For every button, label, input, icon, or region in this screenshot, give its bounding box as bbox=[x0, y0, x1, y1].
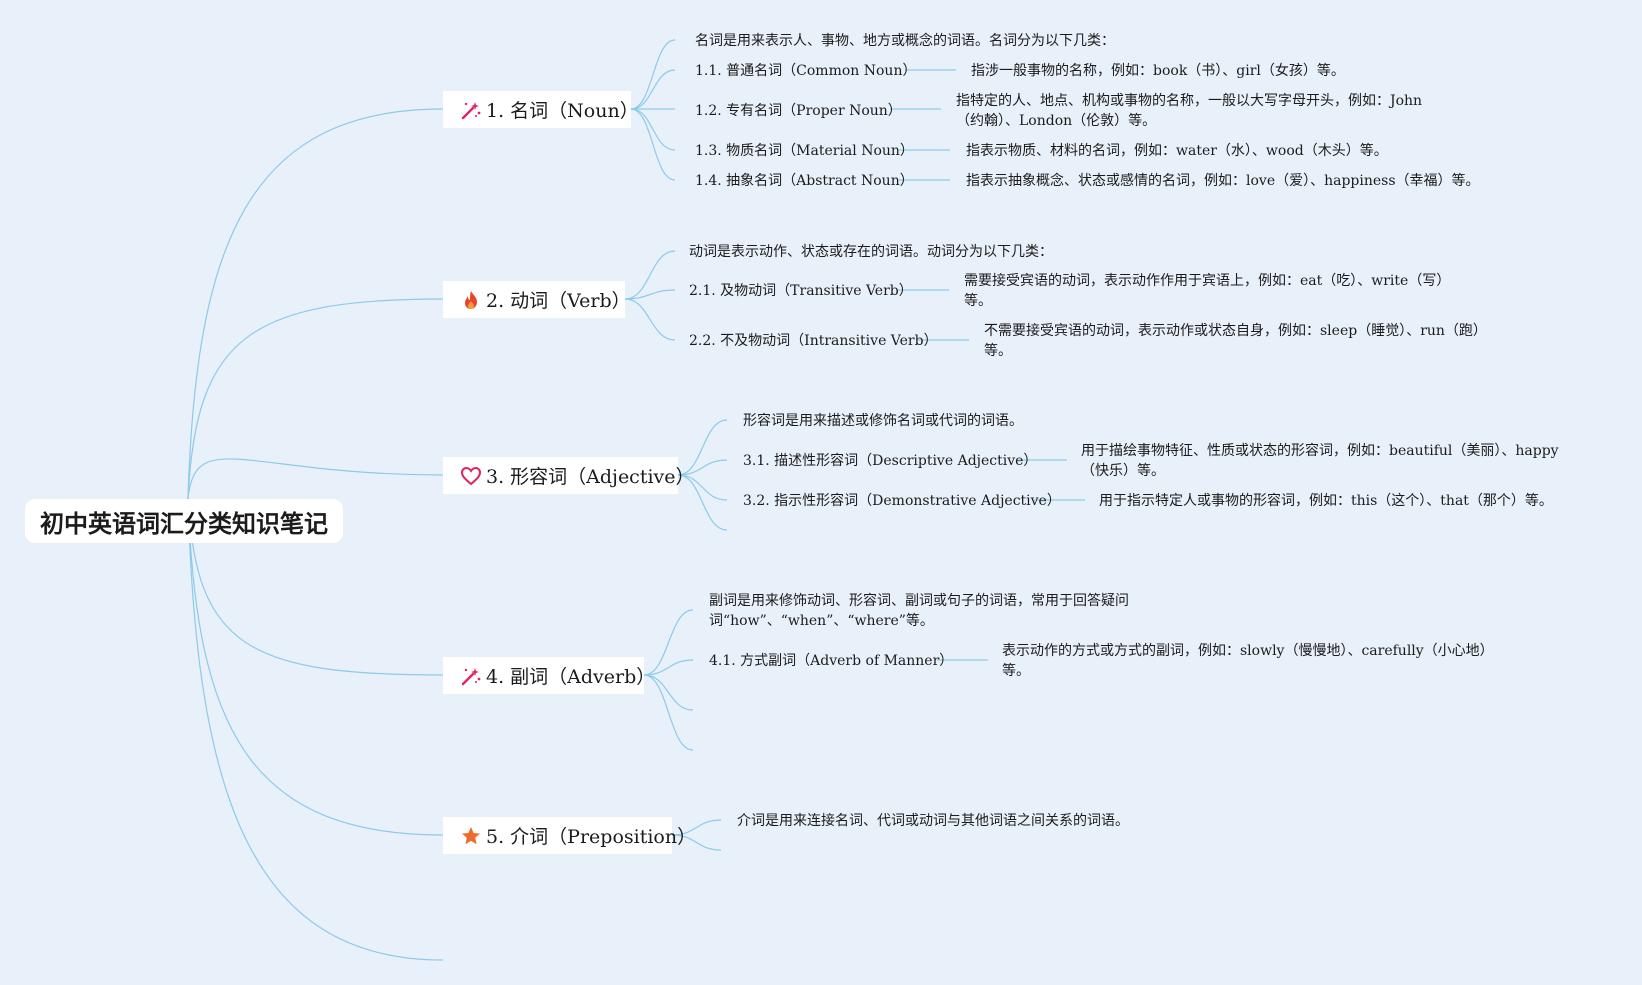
topic-intro[interactable]: 介词是用来连接名词、代词或动词与其他词语之间关系的词语。 bbox=[737, 813, 1129, 829]
connector-line bbox=[671, 819, 722, 836]
connector-line bbox=[677, 474, 728, 531]
topic-intro[interactable]: 动词是表示动作、状态或存在的词语。动词分为以下几类： bbox=[689, 244, 1053, 260]
connector-line bbox=[630, 108, 676, 151]
topic-adverb[interactable]: 4. 副词（Adverb） bbox=[443, 657, 655, 694]
magic-wand-icon bbox=[460, 99, 482, 121]
subtopic-description[interactable]: 指表示抽象概念、状态或感情的名词，例如：love（爱）、happiness（幸福… bbox=[966, 173, 1480, 189]
connector-line bbox=[187, 458, 444, 499]
topic-intro[interactable]: 形容词是用来描述或修饰名词或代词的词语。 bbox=[743, 413, 1023, 429]
subtopic-label[interactable]: 1.3. 物质名词（Material Noun） bbox=[695, 143, 914, 159]
subtopic-description[interactable]: 表示动作的方式或方式的副词，例如：slowly（慢慢地）、carefully（小… bbox=[1002, 643, 1487, 679]
connector-line bbox=[677, 459, 728, 476]
connector-line bbox=[643, 659, 694, 676]
connector-line bbox=[643, 609, 694, 676]
subtopic-description[interactable]: 指涉一般事物的名称，例如：book（书）、girl（女孩）等。 bbox=[971, 63, 1345, 79]
connector-line bbox=[643, 674, 694, 711]
connector-line bbox=[630, 69, 676, 110]
topic-label: 4. 副词（Adverb） bbox=[486, 666, 656, 688]
connector-line bbox=[630, 108, 676, 181]
subtopic-description[interactable]: 用于指示特定人或事物的形容词，例如：this（这个）、that（那个）等。 bbox=[1099, 493, 1553, 509]
topic-label: 2. 动词（Verb） bbox=[486, 290, 631, 312]
subtopic-label[interactable]: 1.4. 抽象名词（Abstract Noun） bbox=[695, 173, 914, 189]
star-icon bbox=[460, 825, 482, 847]
connector-line bbox=[671, 834, 722, 851]
connector-line bbox=[187, 497, 444, 836]
subtopic-label[interactable]: 3.2. 指示性形容词（Demonstrative Adjective） bbox=[743, 493, 1061, 509]
connector-line bbox=[677, 419, 728, 476]
connector-line bbox=[624, 250, 676, 300]
connector-line bbox=[643, 674, 694, 751]
connector-line bbox=[187, 298, 444, 499]
subtopic-label[interactable]: 2.1. 及物动词（Transitive Verb） bbox=[689, 283, 913, 299]
central-topic[interactable]: 初中英语词汇分类知识笔记 bbox=[25, 499, 343, 543]
connector-line bbox=[187, 497, 444, 961]
topic-noun[interactable]: 1. 名词（Noun） bbox=[443, 91, 639, 128]
subtopic-description[interactable]: 指特定的人、地点、机构或事物的名称，一般以大写字母开头，例如：John（约翰）、… bbox=[956, 93, 1423, 129]
topic-intro[interactable]: 副词是用来修饰动词、形容词、副词或句子的词语，常用于回答疑问词“how”、“wh… bbox=[709, 593, 1129, 629]
connector-line bbox=[624, 289, 676, 300]
subtopic-description[interactable]: 需要接受宾语的动词，表示动作作用于宾语上，例如：eat（吃）、write（写）等… bbox=[964, 273, 1451, 309]
connector-line bbox=[624, 298, 676, 341]
subtopic-label[interactable]: 3.1. 描述性形容词（Descriptive Adjective） bbox=[743, 453, 1038, 469]
connector-line bbox=[630, 39, 676, 110]
topic-preposition[interactable]: 5. 介词（Preposition） bbox=[443, 817, 696, 854]
subtopic-description[interactable]: 用于描绘事物特征、性质或状态的形容词，例如：beautiful（美丽）、happ… bbox=[1081, 443, 1559, 479]
topic-verb[interactable]: 2. 动词（Verb） bbox=[443, 281, 631, 318]
fire-icon bbox=[460, 289, 482, 311]
subtopic-label[interactable]: 1.1. 普通名词（Common Noun） bbox=[695, 63, 917, 79]
connector-line bbox=[187, 108, 444, 499]
subtopic-label[interactable]: 1.2. 专有名词（Proper Noun） bbox=[695, 103, 902, 119]
topic-label: 3. 形容词（Adjective） bbox=[486, 466, 695, 488]
topic-adjective[interactable]: 3. 形容词（Adjective） bbox=[443, 457, 695, 494]
topic-label: 5. 介词（Preposition） bbox=[486, 826, 697, 848]
subtopic-description[interactable]: 不需要接受宾语的动词，表示动作或状态自身，例如：sleep（睡觉）、run（跑）… bbox=[984, 323, 1480, 359]
heart-icon bbox=[460, 465, 482, 487]
subtopic-description[interactable]: 指表示物质、材料的名词，例如：water（水）、wood（木头）等。 bbox=[966, 143, 1388, 159]
magic-wand-icon bbox=[460, 665, 482, 687]
subtopic-label[interactable]: 4.1. 方式副词（Adverb of Manner） bbox=[709, 653, 954, 669]
connector-line bbox=[187, 497, 444, 676]
subtopic-label[interactable]: 2.2. 不及物动词（Intransitive Verb） bbox=[689, 333, 938, 349]
topic-label: 1. 名词（Noun） bbox=[486, 100, 639, 122]
topic-intro[interactable]: 名词是用来表示人、事物、地方或概念的词语。名词分为以下几类： bbox=[695, 33, 1115, 49]
